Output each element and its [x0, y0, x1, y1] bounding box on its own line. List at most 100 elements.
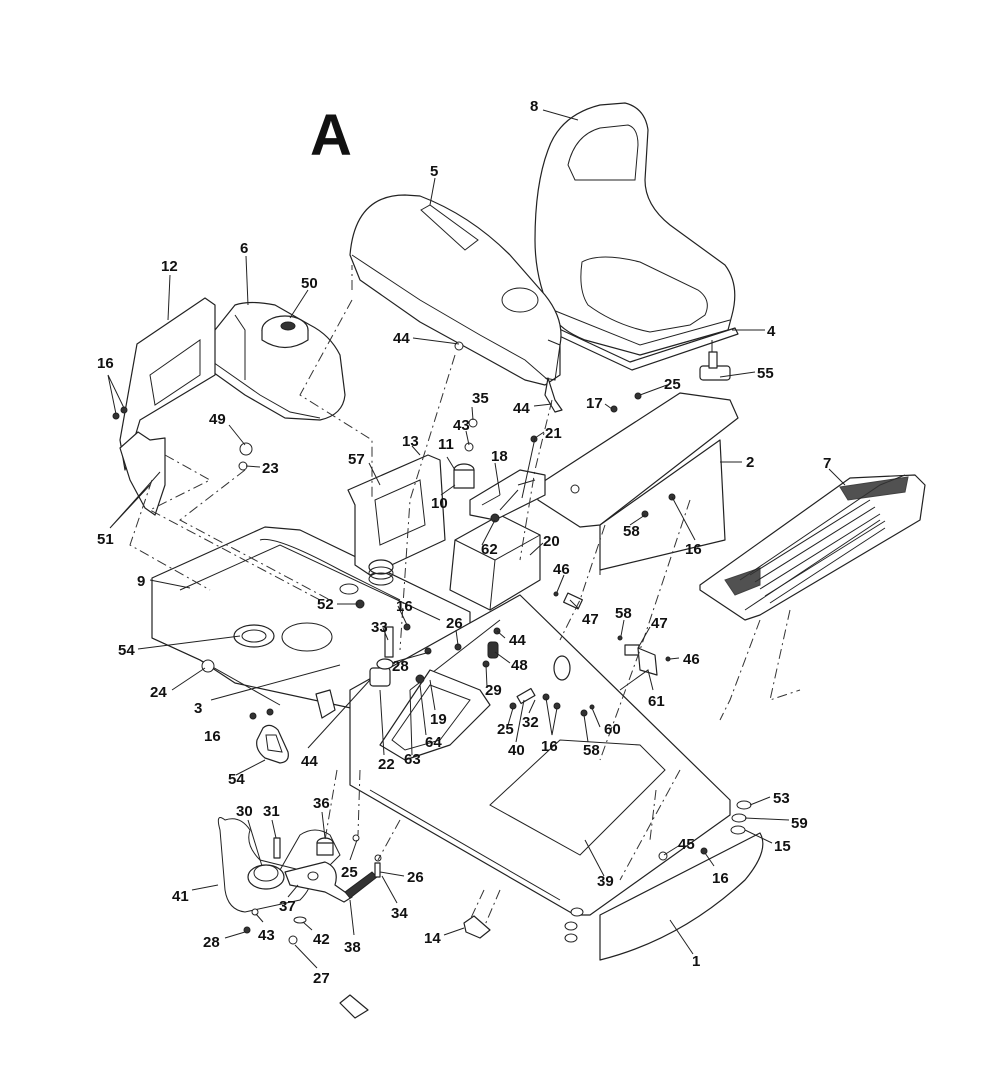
bracket-part-57[interactable] [347, 454, 446, 576]
callout-25-b[interactable]: 25 [497, 721, 514, 738]
callout-62[interactable]: 62 [481, 541, 498, 558]
fender-console-part-5[interactable] [349, 194, 562, 386]
callout-22[interactable]: 22 [378, 756, 395, 773]
callout-16-f[interactable]: 16 [712, 870, 729, 887]
callout-35[interactable]: 35 [472, 390, 489, 407]
washer-part-43b[interactable] [251, 908, 259, 916]
callout-27[interactable]: 27 [313, 970, 330, 987]
washer-part-15[interactable] [730, 825, 746, 835]
screw-part-16e[interactable] [266, 708, 274, 716]
callout-46-a[interactable]: 46 [553, 561, 570, 578]
callout-42[interactable]: 42 [313, 931, 330, 948]
fuel-tank-part-6[interactable] [199, 301, 346, 421]
callout-1[interactable]: 1 [692, 953, 700, 970]
clip-part-64[interactable] [415, 674, 425, 684]
idler-part-36[interactable] [316, 837, 334, 856]
callout-29[interactable]: 29 [485, 682, 502, 699]
pulley-part-30[interactable] [247, 864, 285, 890]
callout-8[interactable]: 8 [530, 98, 538, 115]
heat-shield-part-51[interactable] [119, 431, 166, 516]
bolt-part-31[interactable] [273, 837, 281, 859]
grommet-part-54[interactable] [233, 624, 275, 648]
callout-20[interactable]: 20 [543, 533, 560, 550]
screw-part-58c[interactable] [617, 635, 623, 641]
callout-13[interactable]: 13 [402, 433, 419, 450]
callout-44-d[interactable]: 44 [301, 753, 318, 770]
callout-54-a[interactable]: 54 [118, 642, 135, 659]
callout-54-b[interactable]: 54 [228, 771, 245, 788]
fuel-cap-part-50[interactable] [261, 315, 309, 349]
callout-53[interactable]: 53 [773, 790, 790, 807]
callout-39[interactable]: 39 [597, 873, 614, 890]
callout-47-b[interactable]: 47 [651, 615, 668, 632]
callout-33[interactable]: 33 [371, 619, 388, 636]
callout-31[interactable]: 31 [263, 803, 280, 820]
switch-part-18[interactable] [469, 469, 546, 521]
callout-57[interactable]: 57 [348, 451, 365, 468]
plate-part-61[interactable] [637, 647, 658, 676]
bracket-part-44[interactable] [544, 377, 563, 413]
nut-part-28b[interactable] [243, 926, 251, 934]
nut-part-25c[interactable] [352, 834, 360, 842]
callout-44-c[interactable]: 44 [509, 632, 526, 649]
callout-44-a[interactable]: 44 [393, 330, 410, 347]
hole-part-45[interactable] [658, 851, 668, 861]
key-switch-part-22[interactable] [369, 658, 394, 687]
grommet-part-49[interactable] [239, 442, 253, 456]
callout-37[interactable]: 37 [279, 898, 296, 915]
callout-18[interactable]: 18 [491, 448, 508, 465]
callout-21[interactable]: 21 [545, 425, 562, 442]
callout-12[interactable]: 12 [161, 258, 178, 275]
callout-28-b[interactable]: 28 [203, 934, 220, 951]
callout-52[interactable]: 52 [317, 596, 334, 613]
callout-43-a[interactable]: 43 [453, 417, 470, 434]
callout-36[interactable]: 36 [313, 795, 330, 812]
nut-part-17[interactable] [610, 405, 618, 413]
callout-16-a[interactable]: 16 [97, 355, 114, 372]
callout-45[interactable]: 45 [678, 836, 695, 853]
callout-46-b[interactable]: 46 [683, 651, 700, 668]
bumper-part-24[interactable] [201, 659, 215, 673]
callout-16-c[interactable]: 16 [396, 598, 413, 615]
bolt-part-35[interactable] [468, 418, 478, 428]
callout-58-b[interactable]: 58 [615, 605, 632, 622]
callout-49[interactable]: 49 [209, 411, 226, 428]
switch-part-47b[interactable] [624, 644, 640, 656]
callout-58-c[interactable]: 58 [583, 742, 600, 759]
callout-10[interactable]: 10 [431, 495, 448, 512]
fitting-part-23[interactable] [238, 461, 248, 471]
bracket-part-14[interactable] [463, 915, 491, 939]
callout-19[interactable]: 19 [430, 711, 447, 728]
callout-64[interactable]: 64 [425, 734, 442, 751]
callout-58-a[interactable]: 58 [623, 523, 640, 540]
seat-part-8[interactable] [534, 102, 736, 356]
callout-16-d[interactable]: 16 [204, 728, 221, 745]
callout-14[interactable]: 14 [424, 930, 441, 947]
callout-59[interactable]: 59 [791, 815, 808, 832]
washer-part-42[interactable] [293, 916, 307, 924]
callout-48[interactable]: 48 [511, 657, 528, 674]
frame-part-39[interactable] [349, 594, 731, 916]
washer-part-53[interactable] [736, 800, 752, 810]
callout-3[interactable]: 3 [194, 700, 202, 717]
rod-part-33[interactable] [384, 626, 394, 658]
callout-44-b[interactable]: 44 [513, 400, 530, 417]
callout-43-b[interactable]: 43 [258, 927, 275, 944]
footrest-part-7[interactable] [699, 474, 926, 621]
callout-15[interactable]: 15 [774, 838, 791, 855]
callout-61[interactable]: 61 [648, 693, 665, 710]
callout-51[interactable]: 51 [97, 531, 114, 548]
callout-28-a[interactable]: 28 [392, 658, 409, 675]
callout-63[interactable]: 63 [404, 751, 421, 768]
callout-26-b[interactable]: 26 [407, 869, 424, 886]
callout-5[interactable]: 5 [430, 163, 438, 180]
callout-16-b[interactable]: 16 [685, 541, 702, 558]
screw-part-16f[interactable] [700, 847, 708, 855]
idler-arm-part-37[interactable] [284, 861, 353, 903]
callout-4[interactable]: 4 [767, 323, 776, 340]
screw-part-46[interactable] [553, 591, 559, 597]
callout-24[interactable]: 24 [150, 684, 167, 701]
clip-part-62[interactable] [490, 513, 500, 523]
tank-mount-bracket-part-12[interactable] [119, 297, 216, 471]
nut-part-25[interactable] [634, 392, 642, 400]
